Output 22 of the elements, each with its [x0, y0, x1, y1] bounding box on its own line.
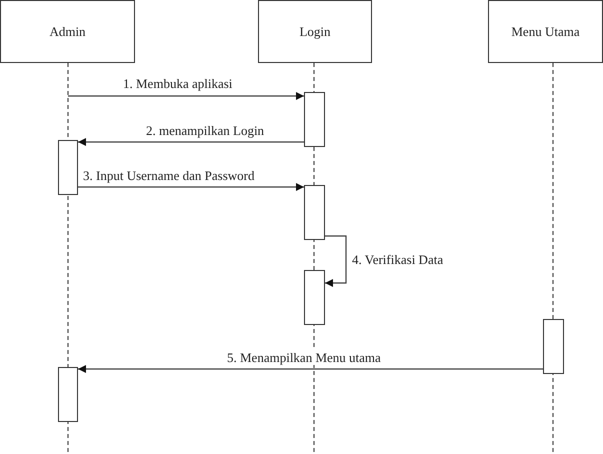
message-label: 3. Input Username dan Password	[82, 168, 256, 183]
message-label: 5. Menampilkan Menu utama	[226, 350, 382, 365]
message-arrow	[325, 235, 347, 287]
activation-bar	[543, 319, 564, 374]
message-label: 2. menampilkan Login	[145, 123, 266, 138]
activation-bar	[304, 92, 325, 147]
participant-box	[0, 0, 135, 63]
activation-bar	[58, 367, 78, 422]
participant-box	[488, 0, 603, 63]
participant-name: Admin	[49, 24, 86, 40]
participant-box	[258, 0, 372, 63]
participant-name: Login	[299, 24, 331, 40]
participant-name: Menu Utama	[511, 24, 580, 40]
activation-bar	[304, 185, 325, 240]
activation-bar	[304, 270, 325, 325]
message-arrow	[78, 138, 304, 146]
message-arrow	[78, 183, 304, 191]
message-label: 1. Membuka aplikasi	[122, 76, 234, 91]
message-arrow	[68, 92, 304, 100]
activation-bar	[58, 140, 78, 195]
message-label: 4. Verifikasi Data	[351, 252, 444, 267]
message-arrow	[78, 365, 543, 373]
